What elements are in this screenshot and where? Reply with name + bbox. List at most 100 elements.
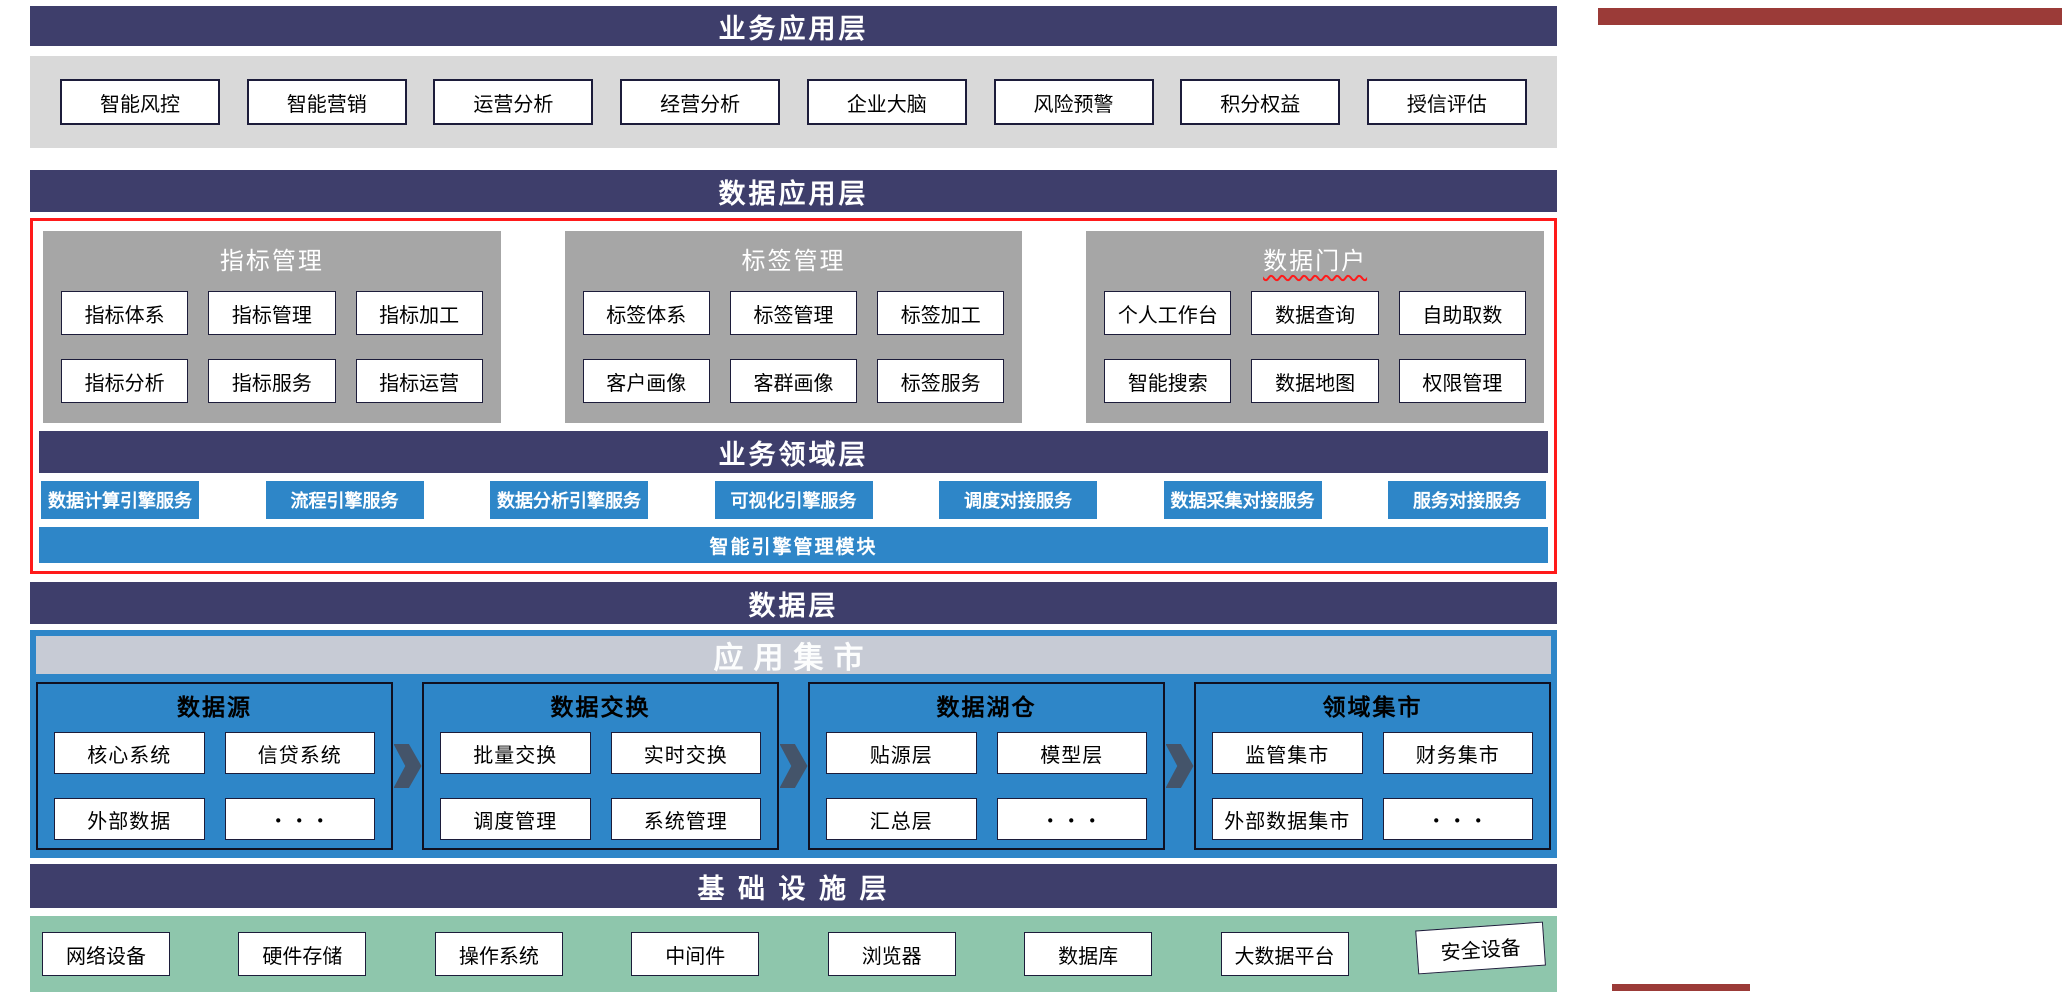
infrastructure-band: 网络设备 硬件存储 操作系统 中间件 浏览器 数据库 大数据平台 安全设备 (30, 916, 1557, 992)
module-box: 中间件 (631, 932, 760, 976)
module-box: 智能营销 (246, 79, 407, 125)
module-box: ・・・ (224, 798, 375, 840)
layer-banner-business-application: 业务应用层 (30, 6, 1557, 46)
application-mart-bar: 应用集市 (36, 636, 1551, 675)
module-box: 数据查询 (1251, 291, 1379, 335)
module-box: 自助取数 (1398, 291, 1526, 335)
module-box: ・・・ (996, 798, 1147, 840)
business-application-band: 智能风控 智能营销 运营分析 经营分析 企业大脑 风险预警 积分权益 授信评估 (30, 56, 1557, 148)
module-box: 财务集市 (1382, 732, 1533, 774)
module-box: 网络设备 (42, 932, 170, 976)
panel-title: 数据交换 (550, 694, 651, 720)
domain-services-row: 数据计算引擎服务 流程引擎服务 数据分析引擎服务 可视化引擎服务 调度对接服务 … (39, 481, 1548, 519)
layer-banner-label: 数据层 (748, 590, 839, 621)
layer-banner-label: 业务应用层 (718, 13, 869, 44)
panel-title: 数据湖仓 (936, 694, 1037, 720)
module-box: 浏览器 (827, 932, 956, 976)
module-box: 智能搜索 (1104, 359, 1232, 403)
layer-banner-label: 数据应用层 (718, 178, 869, 209)
module-box: 指标管理 (208, 291, 336, 335)
spellcheck-squiggle-text: 数据门户 (1263, 247, 1368, 275)
module-box: 标签管理 (729, 291, 858, 335)
module-box: 批量交换 (440, 732, 591, 774)
right-arrow-icon (1165, 744, 1194, 788)
module-box: 监管集市 (1212, 732, 1363, 774)
panel-title: 数据源 (177, 694, 252, 720)
module-box: 核心系统 (54, 732, 205, 774)
panel-grid: 贴源层 模型层 汇总层 ・・・ (810, 732, 1163, 840)
service-chip: 调度对接服务 (939, 481, 1097, 519)
module-box: ・・・ (1382, 798, 1533, 840)
layer-banner-data: 数据层 (30, 582, 1557, 624)
data-layer-region: 应用集市 数据源 核心系统 信贷系统 外部数据 ・・・ 数据交换 批量交换 (30, 630, 1557, 858)
panel-data-exchange: 数据交换 批量交换 实时交换 调度管理 系统管理 (422, 682, 779, 850)
module-box: 企业大脑 (806, 79, 967, 125)
module-box: 安全设备 (1415, 921, 1546, 975)
service-chip: 可视化引擎服务 (714, 481, 873, 519)
service-chip: 数据计算引擎服务 (41, 481, 199, 519)
engine-management-bar: 智能引擎管理模块 (39, 527, 1548, 563)
right-arrow-icon (779, 744, 808, 788)
module-box: 智能风控 (60, 79, 220, 125)
module-box: 实时交换 (610, 732, 761, 774)
module-box: 指标服务 (208, 359, 336, 403)
panel-title: 数据门户 (1086, 241, 1544, 275)
panel-grid: 指标体系 指标管理 指标加工 指标分析 指标服务 指标运营 (43, 291, 501, 403)
module-box: 外部数据集市 (1212, 798, 1363, 840)
module-box: 风险预警 (993, 79, 1154, 125)
panel-domain-mart: 领域集市 监管集市 财务集市 外部数据集市 ・・・ (1194, 682, 1551, 850)
panel-grid: 标签体系 标签管理 标签加工 客户画像 客群画像 标签服务 (565, 291, 1023, 403)
layer-banner-label: 业务领域层 (718, 439, 869, 470)
panel-title: 指标管理 (219, 247, 324, 275)
module-box: 汇总层 (826, 798, 977, 840)
module-box: 指标体系 (61, 291, 189, 335)
data-flow-panels: 数据源 核心系统 信贷系统 外部数据 ・・・ 数据交换 批量交换 实时交换 调度… (36, 682, 1551, 850)
panel-title: 领域集市 (1322, 694, 1423, 720)
service-chip: 服务对接服务 (1388, 481, 1546, 519)
module-box: 个人工作台 (1104, 291, 1232, 335)
module-box: 权限管理 (1398, 359, 1526, 403)
module-box: 贴源层 (826, 732, 977, 774)
service-chip: 数据采集对接服务 (1163, 481, 1322, 519)
data-application-panels: 指标管理 指标体系 指标管理 指标加工 指标分析 指标服务 指标运营 标签管理 … (39, 231, 1548, 423)
module-box: 标签服务 (877, 359, 1005, 403)
panel-data-portal: 数据门户 个人工作台 数据查询 自助取数 智能搜索 数据地图 权限管理 (1086, 231, 1544, 423)
service-chip: 数据分析引擎服务 (490, 481, 648, 519)
module-box: 外部数据 (54, 798, 205, 840)
red-highlight-region: 指标管理 指标体系 指标管理 指标加工 指标分析 指标服务 指标运营 标签管理 … (30, 218, 1557, 574)
top-right-red-bar-fragment (1598, 8, 2062, 25)
layered-architecture-diagram: 业务应用层 智能风控 智能营销 运营分析 经营分析 企业大脑 风险预警 积分权益… (30, 6, 1557, 992)
module-box: 积分权益 (1180, 79, 1341, 125)
module-box: 指标分析 (61, 359, 189, 403)
panel-grid: 批量交换 实时交换 调度管理 系统管理 (424, 732, 777, 840)
right-arrow-icon (393, 744, 422, 788)
module-box: 硬件存储 (238, 932, 367, 976)
layer-banner-data-application: 数据应用层 (30, 170, 1557, 212)
module-box: 数据地图 (1251, 359, 1379, 403)
module-box: 大数据平台 (1220, 932, 1349, 976)
panel-title: 标签管理 (741, 247, 846, 275)
panel-grid: 个人工作台 数据查询 自助取数 智能搜索 数据地图 权限管理 (1086, 291, 1544, 403)
module-box: 操作系统 (434, 932, 563, 976)
service-chip: 流程引擎服务 (265, 481, 424, 519)
layer-banner-business-domain: 业务领域层 (39, 431, 1548, 473)
module-box: 经营分析 (620, 79, 781, 125)
bottom-right-red-line-fragment (1612, 984, 1750, 991)
layer-banner-label: 基 础 设 施 层 (697, 873, 890, 904)
module-box: 系统管理 (610, 798, 761, 840)
panel-grid: 核心系统 信贷系统 外部数据 ・・・ (38, 732, 391, 840)
panel-indicator-management: 指标管理 指标体系 指标管理 指标加工 指标分析 指标服务 指标运营 (43, 231, 501, 423)
module-box: 指标运营 (355, 359, 483, 403)
panel-data-source: 数据源 核心系统 信贷系统 外部数据 ・・・ (36, 682, 393, 850)
module-box: 指标加工 (355, 291, 483, 335)
module-box: 模型层 (996, 732, 1147, 774)
panel-data-lakehouse: 数据湖仓 贴源层 模型层 汇总层 ・・・ (808, 682, 1165, 850)
module-box: 客户画像 (582, 359, 710, 403)
module-box: 授信评估 (1366, 79, 1527, 125)
panel-tag-management: 标签管理 标签体系 标签管理 标签加工 客户画像 客群画像 标签服务 (564, 231, 1023, 423)
module-box: 数据库 (1024, 932, 1153, 976)
module-box: 客群画像 (729, 359, 858, 403)
module-box: 调度管理 (440, 798, 591, 840)
module-box: 信贷系统 (224, 732, 375, 774)
